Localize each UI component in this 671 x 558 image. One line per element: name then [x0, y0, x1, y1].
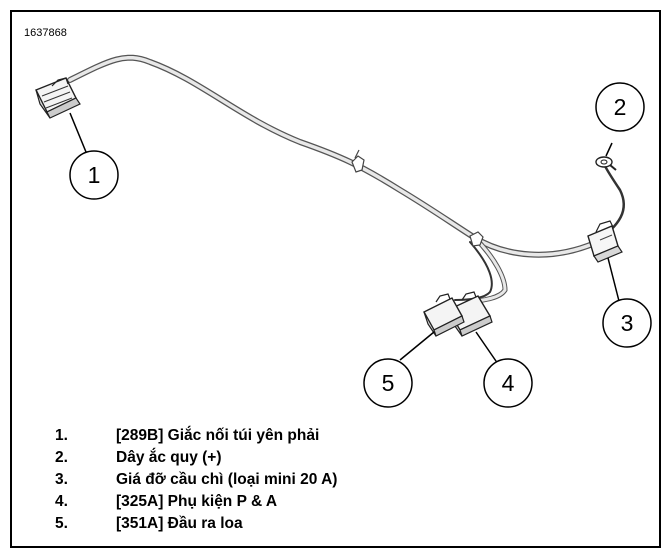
callout-5: 5 — [363, 358, 413, 408]
legend-text: Dây ắc quy (+) — [116, 449, 222, 466]
legend-number: 1. — [55, 427, 68, 444]
svg-text:4: 4 — [502, 370, 515, 396]
legend-item: 3. Giá đỡ cầu chì (loại mini 20 A) — [55, 469, 337, 491]
svg-text:3: 3 — [621, 310, 634, 336]
legend-item: 2. Dây ắc quy (+) — [55, 447, 337, 469]
figure-id: 1637868 — [24, 27, 67, 39]
svg-text:5: 5 — [382, 370, 395, 396]
legend-item: 5. [351A] Đầu ra loa — [55, 513, 337, 535]
speaker-output-connector — [423, 293, 465, 337]
legend-number: 5. — [55, 515, 68, 532]
figure-frame — [10, 10, 661, 548]
legend-text: [289B] Giắc nối túi yên phải — [116, 427, 320, 444]
callout-4: 4 — [483, 358, 533, 408]
legend-text: Giá đỡ cầu chì (loại mini 20 A) — [116, 471, 338, 488]
legend-text: [351A] Đầu ra loa — [116, 515, 243, 532]
ring-terminal — [595, 156, 617, 171]
callout-2: 2 — [595, 82, 645, 132]
cable-clip — [351, 149, 365, 173]
legend-item: 4. [325A] Phụ kiện P & A — [55, 491, 337, 513]
legend-number: 3. — [55, 471, 68, 488]
fuse-holder — [587, 220, 623, 263]
legend-number: 2. — [55, 449, 68, 466]
harness-cable — [67, 54, 626, 305]
svg-text:2: 2 — [614, 94, 627, 120]
leader-lines — [69, 112, 621, 365]
saddlebag-connector — [35, 77, 81, 119]
cable-clip — [469, 231, 484, 247]
legend-text: [325A] Phụ kiện P & A — [116, 493, 278, 510]
legend-number: 4. — [55, 493, 68, 510]
callout-1: 1 — [69, 150, 119, 200]
parts-legend: 1. [289B] Giắc nối túi yên phải 2. Dây ắc … — [55, 425, 337, 535]
svg-text:1: 1 — [88, 162, 101, 188]
callout-3: 3 — [602, 298, 652, 348]
legend-item: 1. [289B] Giắc nối túi yên phải — [55, 425, 337, 447]
